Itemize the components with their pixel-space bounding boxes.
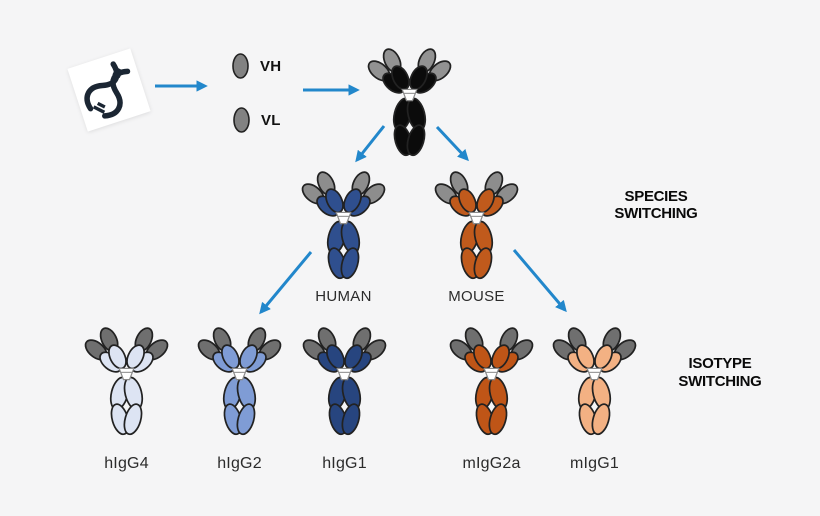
antibody-icon	[547, 322, 642, 439]
vh-domain-row: VH	[232, 53, 281, 79]
antibody-y-shape	[449, 327, 534, 436]
vh-domain-oval	[232, 53, 249, 79]
antibody-label-mouse: MOUSE	[448, 288, 505, 305]
antibody-icon	[444, 322, 539, 439]
antibody-y-shape	[552, 327, 637, 436]
vl-domain-oval	[233, 107, 250, 133]
antibody-icon	[362, 43, 457, 160]
dna-icon	[67, 48, 151, 132]
antibody-label-higg1: hIgG1	[322, 455, 367, 472]
antibody-label-higg2: hIgG2	[217, 455, 262, 472]
isotype-label-line2: SWITCHING	[678, 373, 762, 390]
antibody-migg2a: mIgG2a	[444, 322, 539, 473]
species-label-line2: SWITCHING	[614, 205, 698, 222]
antibody-label-migg1: mIgG1	[569, 455, 619, 472]
vl-domain-row: VL	[233, 107, 281, 133]
isotype-label-line1: ISOTYPE	[688, 355, 752, 372]
dna-helix-icon	[84, 61, 131, 119]
species-switching-label: SPECIES SWITCHING	[586, 188, 726, 222]
antibody-migg1: mIgG1	[547, 322, 642, 473]
antibody-y-shape	[84, 327, 169, 436]
antibody-human: HUMAN	[296, 166, 391, 305]
antibody-y-shape	[301, 171, 386, 280]
antibody-y-shape	[197, 327, 282, 436]
antibody-label-human: HUMAN	[315, 288, 372, 305]
vh-label: VH	[260, 57, 282, 75]
isotype-switching-label: ISOTYPE SWITCHING	[650, 355, 790, 391]
antibody-icon	[79, 322, 174, 439]
antibody-mouse: MOUSE	[429, 166, 524, 305]
species-label-line1: SPECIES	[624, 188, 688, 205]
antibody-label-migg2a: mIgG2a	[462, 455, 521, 472]
antibody-icon	[296, 166, 391, 283]
antibody-icon	[297, 322, 392, 439]
antibody-higg4: hIgG4	[79, 322, 174, 473]
antibody-label-higg4: hIgG4	[104, 455, 149, 472]
antibody-chimeric-germline	[362, 43, 457, 160]
antibody-y-shape	[434, 171, 519, 280]
antibody-icon	[429, 166, 524, 283]
antibody-higg2: hIgG2	[192, 322, 287, 473]
antibody-icon	[192, 322, 287, 439]
antibody-higg1: hIgG1	[297, 322, 392, 473]
vl-label: VL	[261, 111, 281, 129]
antibody-y-shape	[302, 327, 387, 436]
antibody-y-shape	[367, 48, 452, 157]
